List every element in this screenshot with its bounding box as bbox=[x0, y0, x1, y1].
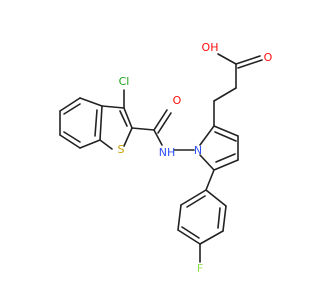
atom-label-nh: NH bbox=[159, 146, 176, 159]
benzo-bond-4-inner bbox=[63, 131, 81, 143]
molecule-structure: OH O Cl O N NH S F bbox=[59, 41, 273, 275]
molecule-diagram: OH O Cl O N NH S F bbox=[59, 41, 273, 275]
bond-co-double-2 bbox=[237, 59, 263, 69]
benzo-bond-4 bbox=[59, 134, 81, 149]
benzo-bond-5 bbox=[79, 139, 101, 149]
atom-label-carboxyl-o: O bbox=[264, 51, 273, 64]
pyrrole-bond-1-inner bbox=[214, 131, 237, 142]
aryl-bond-3 bbox=[199, 230, 224, 245]
pyrrole-bond-4 bbox=[199, 154, 215, 171]
aryl-bond-2 bbox=[222, 205, 227, 232]
aryl-bond-6-inner bbox=[186, 195, 206, 208]
bond-nh-carbonyl bbox=[153, 129, 163, 146]
atom-label-cl: Cl bbox=[119, 75, 130, 88]
bond-carbonyl-o-1 bbox=[153, 109, 168, 131]
bond-pyrrole-aryl bbox=[205, 169, 215, 191]
aryl-bond-5 bbox=[177, 204, 182, 231]
benzo-bond-2 bbox=[59, 97, 81, 112]
aryl-bond-4-inner bbox=[181, 226, 200, 239]
pyrrole-bond-3-inner bbox=[215, 153, 236, 163]
thiophene-bond-c2-c3 bbox=[123, 107, 133, 129]
benzo-bond-6-inner bbox=[94, 109, 98, 137]
atom-label-f: F bbox=[197, 262, 203, 275]
aryl-bond-2-inner bbox=[217, 207, 221, 229]
bond-carbonyl-o-2 bbox=[157, 112, 172, 134]
bond-ch2-ch2 bbox=[213, 87, 237, 102]
atom-label-amide-o: O bbox=[173, 94, 182, 107]
bond-oh-carboxyl bbox=[217, 53, 237, 65]
pyrrole-bond-1 bbox=[213, 125, 239, 137]
thiophene-bond-s-c7a bbox=[99, 139, 113, 150]
pyrrole-bond-3 bbox=[213, 159, 239, 171]
thiophene-bond-c2-s bbox=[123, 127, 133, 147]
atom-label-pyrrole-n: N bbox=[194, 144, 202, 157]
thiophene-bond-c3a-c7a bbox=[99, 105, 103, 141]
atom-label-s: S bbox=[118, 143, 125, 156]
aryl-bond-4 bbox=[177, 229, 201, 245]
aryl-bond-1 bbox=[205, 189, 227, 207]
pyrrole-bond-5 bbox=[199, 125, 215, 146]
thiophene-bond-c3-c3a bbox=[101, 105, 125, 109]
benzo-bond-2-inner bbox=[63, 103, 81, 115]
bond-carbonyl-c2 bbox=[131, 127, 155, 131]
benzo-bond-1 bbox=[79, 97, 103, 107]
thiophene-bond-c2-c3-inner bbox=[119, 110, 128, 127]
atom-label-oh: OH bbox=[202, 41, 219, 54]
bond-co-double-1 bbox=[235, 55, 261, 65]
aryl-bond-6 bbox=[180, 189, 207, 206]
